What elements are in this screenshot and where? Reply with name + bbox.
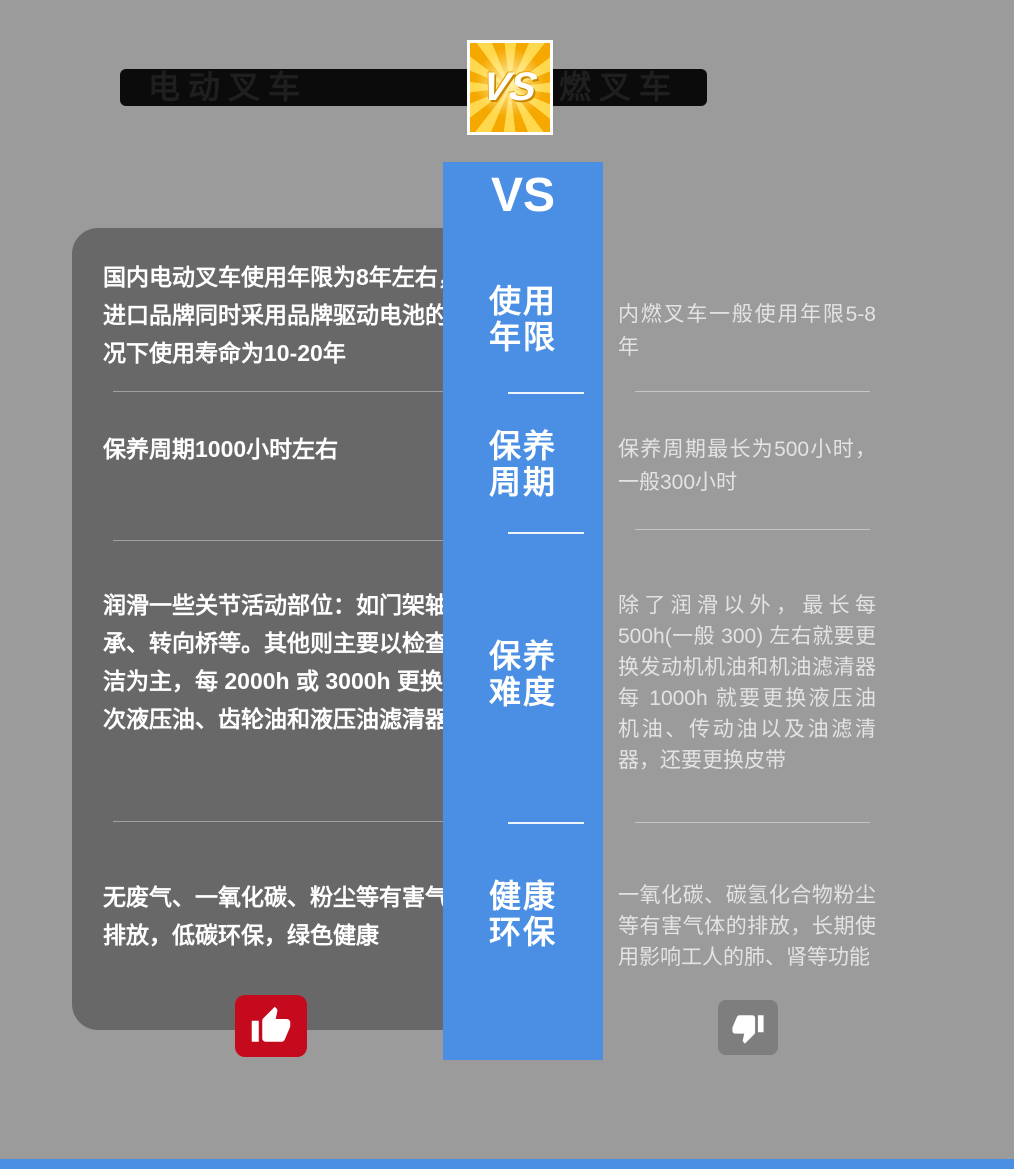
electric-maintenance-cycle-text: 保养周期1000小时左右 (103, 436, 339, 462)
category-service-life: 使用 年限 (443, 283, 603, 355)
category-line: 难度 (488, 674, 557, 710)
category-maintenance-cycle: 保养 周期 (443, 428, 603, 500)
vs-starburst-icon: VS (467, 40, 553, 135)
starburst-background (470, 43, 550, 132)
combustion-divider (635, 391, 870, 392)
thumbs-down-badge (718, 1000, 778, 1055)
category-line: 年限 (488, 319, 557, 355)
electric-service-life-text: 国内电动叉车使用年限为8年左右，进口品牌同时采用品牌驱动电池的情况下使用寿命为1… (103, 264, 471, 366)
title-left: 电动叉车 (148, 69, 309, 105)
thumbs-up-icon (251, 1006, 291, 1042)
electric-divider (113, 821, 443, 822)
footer-accent-bar (0, 1159, 1014, 1169)
category-maintenance-difficulty: 保养 难度 (443, 638, 603, 710)
electric-maintenance-difficulty-text: 润滑一些关节活动部位：如门架轴承、转向桥等。其他则主要以检查清洁为主，每 200… (103, 592, 471, 732)
electric-divider (113, 391, 443, 392)
combustion-maintenance-cycle-text: 保养周期最长为500小时，一般300小时 (618, 438, 876, 494)
category-line: 健康 (488, 878, 557, 914)
thumbs-down-icon (732, 1014, 764, 1044)
category-line: 使用 (488, 283, 557, 319)
vs-column-header: VS (490, 169, 556, 222)
category-line: 保养 (488, 638, 557, 674)
combustion-health-text: 一氧化碳、碳氢化合物粉尘等有害气体的排放，长期使用影响工人的肺、肾等功能 (618, 884, 876, 969)
electric-panel (72, 228, 493, 1030)
vs-column (443, 162, 603, 1060)
vs-badge-label: VS (480, 65, 540, 109)
electric-health-text: 无废气、一氧化碳、粉尘等有害气体排放，低碳环保，绿色健康 (103, 884, 471, 948)
combustion-service-life-text: 内燃叉车一般使用年限5-8年 (618, 303, 876, 359)
combustion-maintenance-difficulty-text: 除了润滑以外，最长每 500h(一般 300) 左右就要更换发动机机油和机油滤清… (618, 594, 876, 772)
electric-divider (113, 540, 443, 541)
category-line: 环保 (488, 914, 557, 950)
category-health: 健康 环保 (443, 878, 603, 950)
title-banner: 电动叉车 内燃叉车 (120, 69, 707, 106)
category-line: 周期 (488, 464, 557, 500)
column-divider (508, 532, 584, 534)
combustion-divider (635, 822, 870, 823)
column-divider (508, 822, 584, 824)
column-divider (508, 392, 584, 394)
thumbs-up-badge (235, 995, 307, 1057)
combustion-divider (635, 529, 870, 530)
category-line: 保养 (488, 428, 557, 464)
